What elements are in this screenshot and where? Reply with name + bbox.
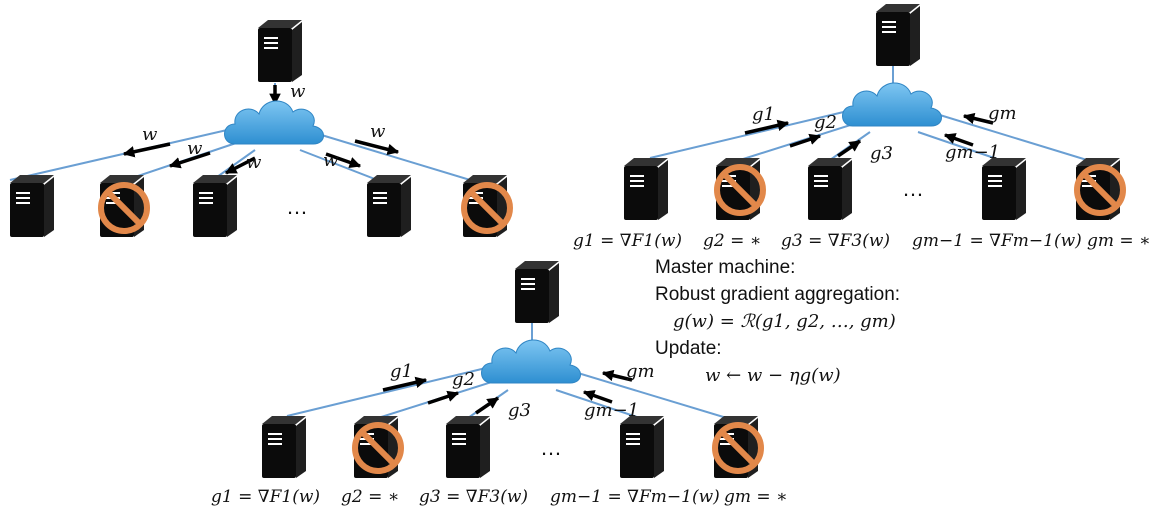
broadcast-arrow-1 [122, 142, 171, 158]
gradient-label-3: g3 [508, 400, 531, 421]
gradient-label-3: g3 [870, 143, 893, 164]
worker-caption-m1: gm−1 = ∇Fm−1(w) [912, 231, 1082, 251]
master-note-title: Master machine: [655, 257, 796, 278]
master-note-step2: Update: [655, 338, 722, 359]
link-worker-m1 [299, 149, 386, 184]
worker-caption-3: g3 = ∇F3(w) [419, 487, 528, 507]
link-worker-m1 [917, 131, 1001, 161]
gradient-arrow-2 [427, 390, 460, 405]
worker-server-icon [446, 416, 490, 478]
gradient-arrow-m1 [582, 390, 613, 404]
master-note-update-formula: w ← w − ηg(w) [705, 365, 841, 386]
broadcast-arrow-m1 [325, 152, 362, 168]
ellipsis: … [902, 176, 924, 201]
worker-caption-2: g2 = ∗ [703, 231, 761, 251]
gradient-arrow-3 [837, 139, 861, 158]
gradient-arrow-m [601, 369, 633, 382]
master-note-step1: Robust gradient aggregation: [655, 284, 901, 305]
link-worker-m1 [555, 389, 641, 419]
gradient-arrow-2 [789, 133, 822, 148]
gradient-label-2: g2 [814, 112, 837, 133]
worker-caption-2: g2 = ∗ [341, 487, 399, 507]
worker-server-icon [624, 158, 668, 220]
link-worker-m [304, 129, 491, 187]
worker-caption-3: g3 = ∇F3(w) [781, 231, 890, 251]
broadcast-label-2: w [187, 138, 203, 159]
broadcast-arrow-m [354, 139, 400, 156]
worker-server-icon [367, 175, 411, 237]
broadcast-arrow-3 [224, 156, 256, 175]
gradient-label-m1: gm−1 [584, 400, 639, 421]
broadcast-label-1: w [142, 124, 158, 145]
worker-server-icon [262, 416, 306, 478]
cloud-icon [481, 339, 581, 384]
gradient-label-m1: gm−1 [945, 142, 1000, 163]
gradient-label-1: g1 [752, 104, 775, 125]
gradient-arrow-m [962, 112, 994, 125]
master-server-icon [515, 261, 559, 323]
gradient-label-2: g2 [452, 369, 475, 390]
link-worker-1 [286, 366, 491, 417]
worker-server-icon [10, 175, 54, 237]
worker-caption-1: g1 = ∇F1(w) [211, 487, 320, 507]
cloud-icon [842, 82, 942, 127]
master-server-icon [258, 20, 302, 82]
broadcast-label-master: w [290, 81, 306, 102]
gradient-label-m: gm [626, 361, 655, 382]
worker-server-icon [193, 175, 237, 237]
worker-server-icon [620, 416, 664, 478]
broadcast-label-3: w [246, 152, 262, 173]
worker-caption-m: gm = ∗ [1087, 231, 1149, 251]
broadcast-arrow-2 [168, 151, 211, 169]
ellipsis: … [286, 194, 308, 219]
gradient-arrow-1 [382, 376, 428, 392]
gradient-arrow-3 [475, 396, 499, 415]
gradient-arrow-m1 [943, 133, 974, 147]
worker-caption-m1: gm−1 = ∇Fm−1(w) [550, 487, 720, 507]
master-machine-note: Master machine: Robust gradient aggregat… [655, 254, 900, 389]
broadcast-label-m: w [370, 121, 386, 142]
aggregation-network-bottom: g1 g2 g3 gm−1 gm … g1 = ∇F1(w) g2 = ∗ g3… [211, 261, 788, 507]
ellipsis: … [540, 435, 562, 460]
broadcast-network: w w w w w w … [9, 20, 510, 237]
master-server-icon [876, 4, 920, 66]
worker-caption-1: g1 = ∇F1(w) [573, 231, 682, 251]
master-note-aggregation-formula: g(w) = ℛ(g1, g2, …, gm) [673, 311, 896, 332]
aggregation-network-top: g1 g2 g3 gm−1 gm … g1 = ∇F1(w) g2 = ∗ g3… [573, 4, 1149, 251]
worker-caption-m: gm = ∗ [724, 487, 788, 507]
link-worker-m [929, 111, 1101, 165]
gradient-label-1: g1 [390, 361, 413, 382]
gradient-arrow-1 [744, 119, 790, 135]
cloud-icon [224, 100, 324, 145]
link-worker-m [567, 369, 741, 423]
link-worker-1 [649, 109, 853, 159]
worker-server-icon [808, 158, 852, 220]
broadcast-label-m1: w [323, 150, 339, 171]
worker-server-icon [982, 158, 1026, 220]
gradient-label-m: gm [988, 103, 1017, 124]
